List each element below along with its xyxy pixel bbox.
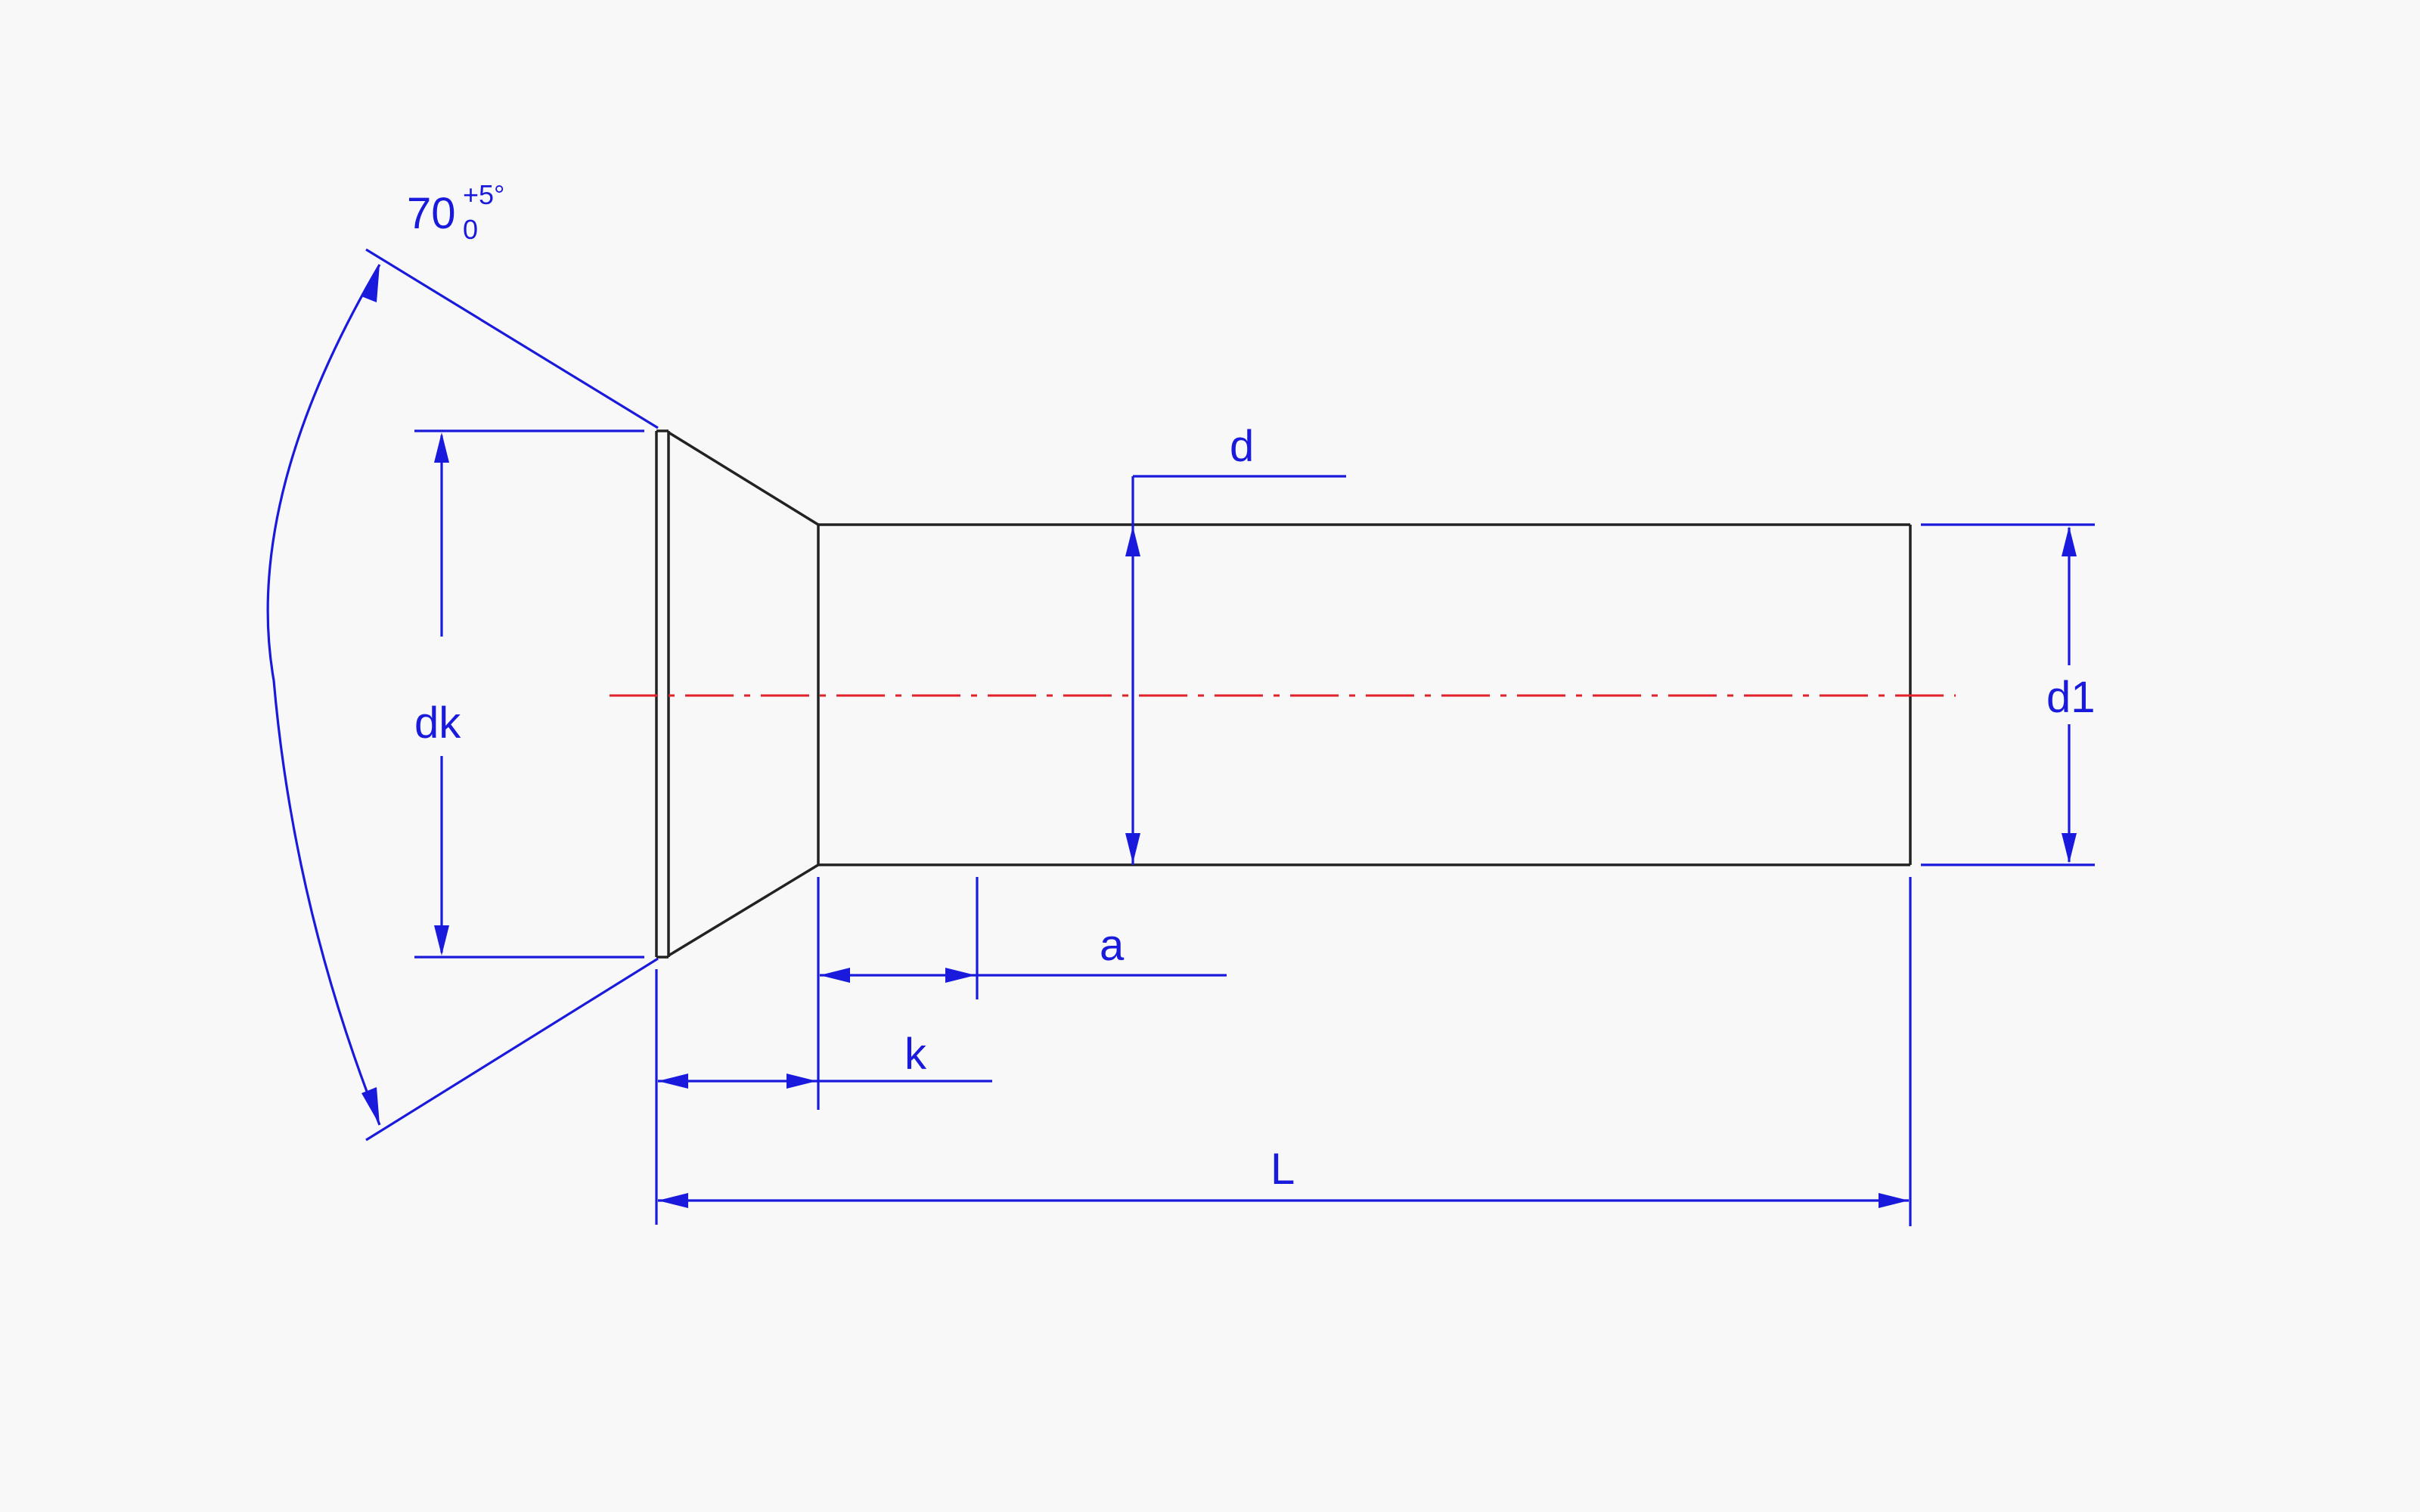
k-label: k <box>904 1030 927 1079</box>
a-label: a <box>1100 921 1125 970</box>
head-cone-top <box>668 431 819 526</box>
k-arrow-right <box>786 1074 817 1089</box>
d1-dimension <box>1921 523 2095 866</box>
d1-arrow-bottom <box>2062 833 2077 863</box>
angle-arrow-top <box>361 265 380 302</box>
a-dimension <box>817 877 1227 1110</box>
k-dimension <box>655 969 992 1225</box>
dk-dimension <box>414 429 644 959</box>
d1-label: d1 <box>2046 673 2096 722</box>
angle-extension-top <box>365 248 659 429</box>
angle-arc <box>266 264 381 1126</box>
angle-tolerance-upper: +5° <box>463 179 504 210</box>
a-arrow-right <box>945 968 976 983</box>
d-dimension <box>1125 475 1346 865</box>
d-arrow-bottom <box>1125 833 1140 863</box>
angle-arrow-bottom <box>361 1087 380 1125</box>
d-arrow-top <box>1125 526 1140 556</box>
dk-label: dk <box>414 699 461 748</box>
angle-value-label: 70 <box>407 189 456 238</box>
k-arrow-left <box>658 1074 688 1089</box>
rivet-outline <box>655 429 1912 959</box>
L-label: L <box>1270 1145 1295 1194</box>
dk-arrow-bottom <box>434 925 449 956</box>
angle-dimension <box>266 248 659 1142</box>
angle-tolerance-lower: 0 <box>463 214 478 245</box>
head-cone-bottom <box>668 863 819 957</box>
L-arrow-right <box>1879 1193 1909 1208</box>
angle-extension-bottom <box>365 957 659 1142</box>
L-dimension <box>658 877 1912 1226</box>
a-arrow-left <box>820 968 850 983</box>
d1-arrow-top <box>2062 526 2077 556</box>
d-label: d <box>1230 422 1254 471</box>
dk-arrow-top <box>434 432 449 463</box>
L-arrow-left <box>658 1193 688 1208</box>
